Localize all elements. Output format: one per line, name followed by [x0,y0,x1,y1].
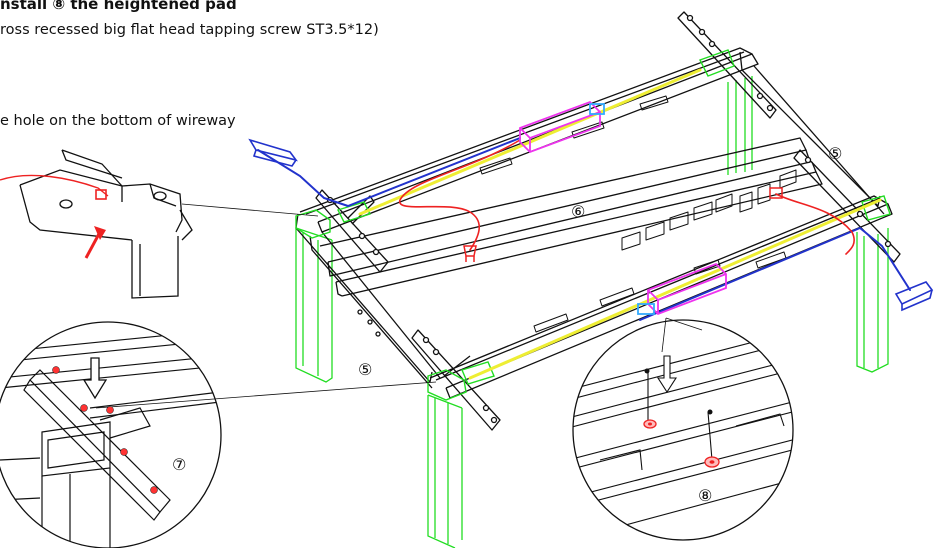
power-plug-icon [463,245,477,262]
wiring [257,68,911,380]
table-frame [295,11,901,431]
crossbeam-cutouts [621,169,797,251]
center-crossbeam [319,137,823,297]
detail-red-cable [0,174,109,197]
yellow-cable-front [468,198,882,380]
leg-front-right [427,394,463,548]
blue-cable-top [257,137,521,208]
callout-6: ⑥ [571,202,586,221]
end-caps [295,49,891,401]
hand-controller-left [248,138,298,167]
detail-red-hole [95,189,107,200]
callout-5-top: ⑤ [828,144,843,163]
table-legs [295,76,889,548]
red-screw-markers [52,366,158,494]
hole-note-text: e hole on the bottom of wireway [0,113,236,129]
step-heading: nstall ⑧ the heightened pad [0,0,237,13]
control-box-front [637,262,727,316]
red-cable-right [775,193,855,255]
right-side-rail [739,51,885,215]
control-box-back [519,100,605,154]
outline-arrow-icon [82,357,108,400]
bracket-back-right [677,11,777,119]
leg-back-right [856,228,889,373]
leg-back-left [727,76,753,175]
callout-8: ⑧ [698,486,713,505]
bolt-holes [326,14,892,424]
red-connector [769,187,783,199]
detail-circle-right [572,319,794,541]
screw-spec-text: ross recessed big flat head tapping scre… [0,22,379,38]
detail-circle-left [0,321,222,548]
callout-5-middle: ⑤ [358,360,373,379]
red-arrow-icon [84,226,106,259]
detail-wireway-hole [0,149,193,299]
bracket-front-right [793,149,901,263]
pad-screw-icons [643,368,720,468]
detail-heightened-pad [573,329,793,540]
leg-front-left [295,227,333,383]
left-side-rail [295,213,441,389]
bracket-middle [411,329,501,431]
hand-controller-right [894,281,934,312]
blue-cable-right [639,226,911,321]
red-cable-plug [399,139,521,251]
callout-7: ⑦ [172,455,187,474]
